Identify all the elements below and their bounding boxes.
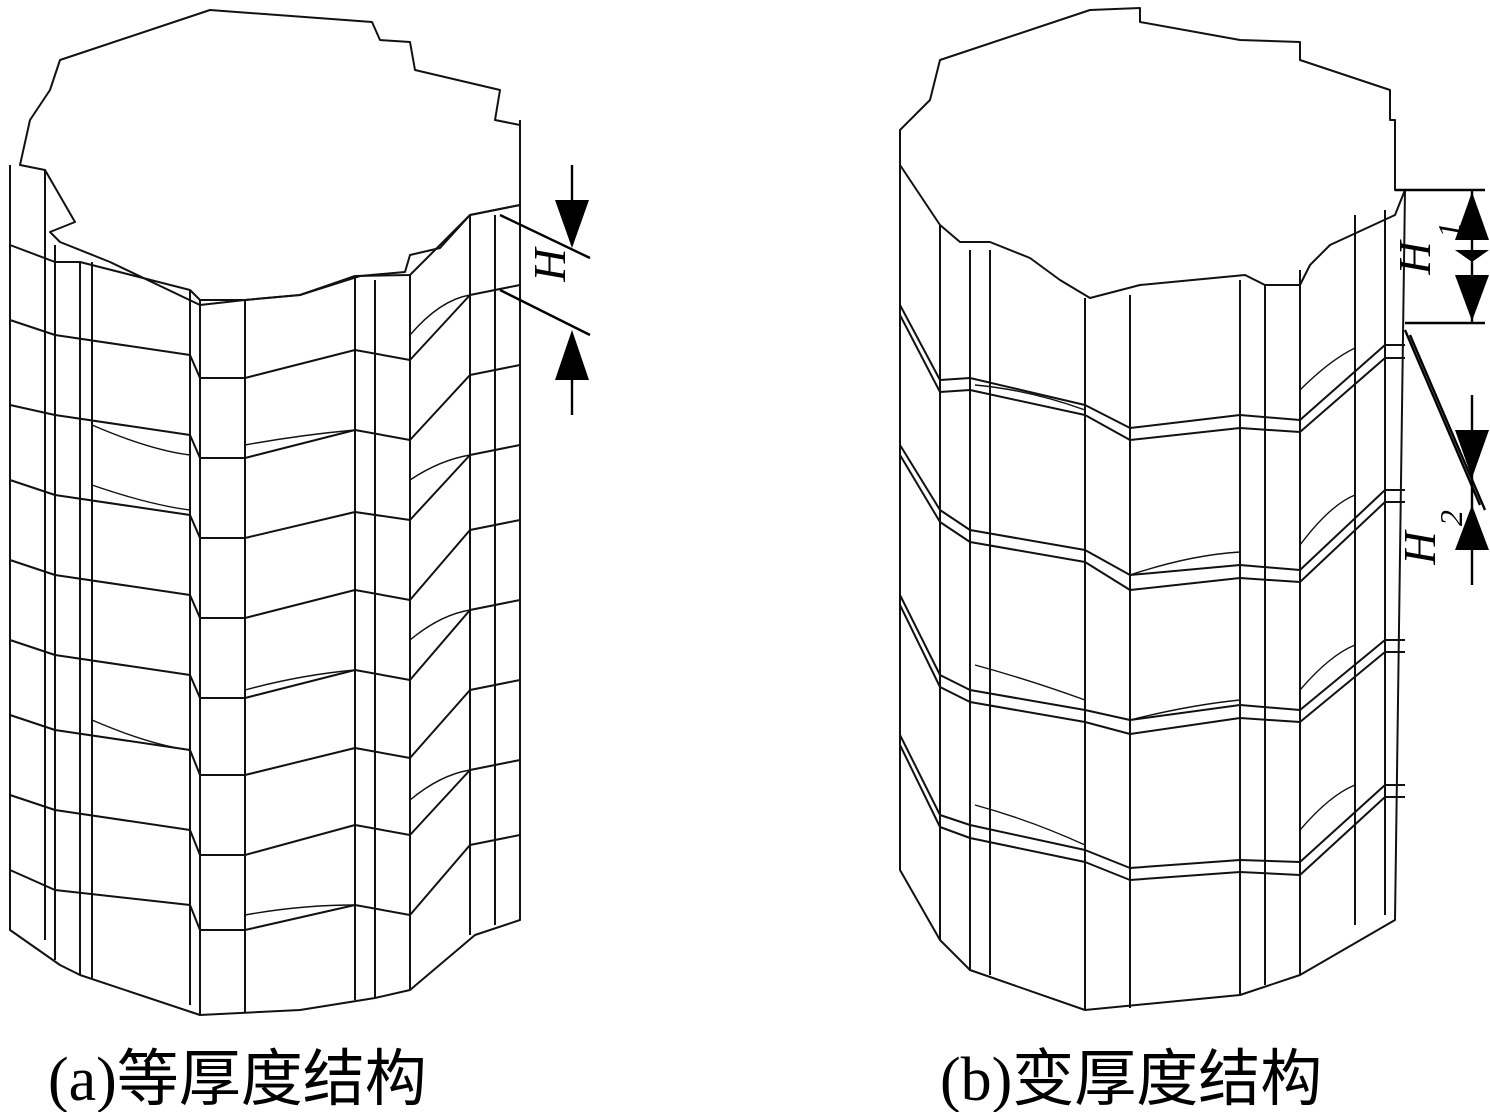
panel-b-rings xyxy=(899,304,1405,881)
panel-b-label-H1: H xyxy=(1389,239,1440,276)
panel-b-grooves xyxy=(974,347,1356,846)
panel-a-ribs xyxy=(9,165,496,1015)
panel-a-outline xyxy=(9,120,521,1016)
panel-a-rings xyxy=(9,204,521,931)
panel-b-label-H2-subscript: 2 xyxy=(1433,510,1469,526)
panel-a-top-cap xyxy=(19,9,521,306)
panel-b-cylinder: H 1 H 2 (b)变厚度结构 xyxy=(899,7,1489,1112)
panel-b-top-cap xyxy=(899,7,1406,299)
panel-b-label-H2: H xyxy=(1394,529,1445,566)
panel-a-cylinder: H (a)等厚度结构 xyxy=(9,9,591,1112)
panel-b-caption: (b)变厚度结构 xyxy=(940,1046,1322,1112)
panel-a-label-H: H xyxy=(524,246,575,283)
panel-b-dimension-H2: H 2 xyxy=(1394,329,1489,585)
panel-a-caption: (a)等厚度结构 xyxy=(48,1046,427,1112)
panel-a-dimension-H: H xyxy=(499,165,591,415)
panel-b-dimension-H1: H 1 xyxy=(1389,188,1489,325)
panel-b-label-H1-subscript: 1 xyxy=(1431,222,1467,238)
panel-b-ribs xyxy=(899,165,1386,1010)
panel-a-grooves xyxy=(91,294,471,916)
